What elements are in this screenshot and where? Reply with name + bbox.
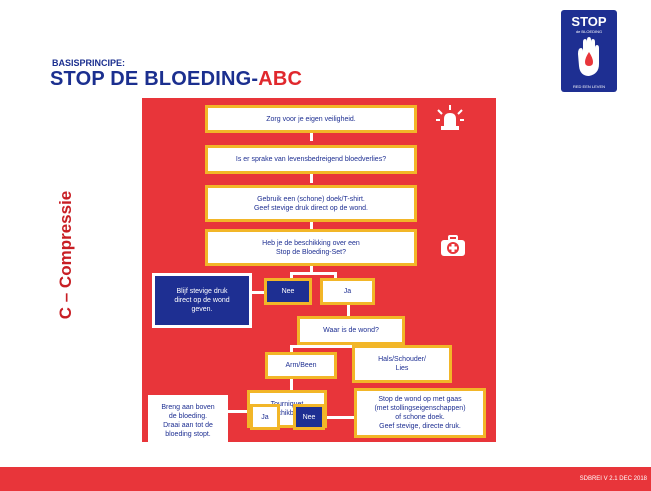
yes-answer-box: Ja bbox=[320, 278, 375, 305]
connector bbox=[310, 264, 313, 273]
connector bbox=[310, 220, 313, 229]
logo-bottom-text: RED EEN LEVEN bbox=[572, 84, 605, 89]
logo-sub-text: de BLOEDING bbox=[575, 29, 603, 34]
keep-pressure-box: Blijf stevige druk direct op de wond gev… bbox=[152, 273, 252, 328]
no-answer-box: Nee bbox=[264, 278, 312, 305]
connector bbox=[290, 377, 293, 390]
pack-wound-box: Stop de wond op met gaas (met stollingse… bbox=[354, 388, 486, 438]
step-safety: Zorg voor je eigen veiligheid. bbox=[205, 105, 417, 133]
side-label: C – Compressie bbox=[44, 170, 88, 340]
step-bloodloss: Is er sprake van levensbedreigend bloedv… bbox=[205, 145, 417, 174]
footer-text: SDBREI V 2.1 DEC 2018 bbox=[579, 476, 647, 482]
page-subtitle: BASISPRINCIPE: bbox=[52, 58, 126, 68]
first-aid-kit-icon bbox=[441, 235, 465, 256]
connector bbox=[290, 272, 293, 278]
connector bbox=[290, 272, 336, 275]
connector bbox=[310, 131, 313, 141]
connector bbox=[334, 272, 337, 278]
yes-tourniquet-box: Ja bbox=[250, 404, 280, 430]
connector bbox=[290, 345, 293, 352]
stop-de-bloeding-logo: STOP de BLOEDING RED EEN LEVEN bbox=[561, 10, 617, 92]
arm-leg-box: Arm/Been bbox=[265, 352, 337, 379]
title-accent: ABC bbox=[258, 68, 303, 90]
step-kit-question: Heb je de beschikking over een Stop de B… bbox=[205, 229, 417, 266]
hand-drop-icon bbox=[578, 37, 599, 76]
connector bbox=[347, 305, 350, 316]
connector bbox=[252, 291, 264, 294]
connector bbox=[324, 416, 354, 419]
no-tourniquet-box: Nee bbox=[293, 404, 325, 430]
connector bbox=[310, 173, 313, 183]
warning-light-icon bbox=[436, 105, 464, 130]
flowchart: Zorg voor je eigen veiligheid. Is er spr… bbox=[142, 98, 496, 447]
title-main: STOP DE BLOEDING- bbox=[50, 68, 259, 90]
connector bbox=[228, 410, 250, 413]
wound-location-box: Waar is de wond? bbox=[297, 316, 405, 345]
connector bbox=[290, 345, 402, 348]
page-title: STOP DE BLOEDING-ABC bbox=[50, 68, 302, 91]
apply-tourniquet-box: Breng aan boven de bloeding. Draai aan t… bbox=[148, 395, 228, 447]
step-pressure: Gebruik een (schone) doek/T-shirt. Geef … bbox=[205, 185, 417, 222]
footer-bar bbox=[0, 467, 651, 491]
side-label-text: C – Compressie bbox=[56, 190, 75, 320]
logo-top-text: STOP bbox=[571, 14, 607, 29]
neck-shoulder-groin-box: Hals/Schouder/ Lies bbox=[352, 345, 452, 383]
